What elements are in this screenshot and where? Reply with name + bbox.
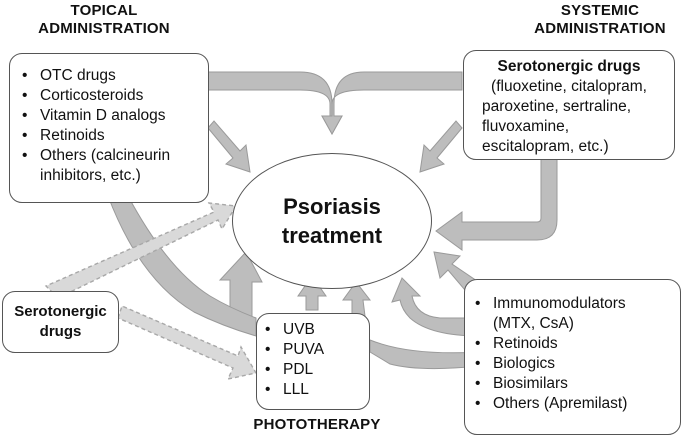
list-item: Biosimilars: [471, 374, 674, 394]
arrow-systemic-curve: [391, 277, 481, 337]
arrow-top-from-topical: [207, 71, 343, 136]
arrow-top-from-systemic: [321, 71, 463, 136]
list-item: Retinoids: [18, 126, 200, 146]
phototherapy-box: UVB PUVA PDL LLL: [256, 313, 370, 410]
list-item: Others (calcineurin: [18, 146, 200, 166]
list-item: OTC drugs: [18, 66, 200, 86]
list-item: Retinoids: [471, 334, 674, 354]
serotonergic-systemic-title: Serotonergic drugs: [497, 58, 641, 75]
serotonergic-left-line1: Serotonergic: [14, 303, 107, 320]
phototherapy-list: UVB PUVA PDL LLL: [261, 320, 363, 400]
serotonergic-systemic-box: Serotonergic drugs (fluoxetine, citalopr…: [463, 50, 675, 160]
list-item-continuation-text: inhibitors, etc.): [40, 167, 141, 184]
list-item: Biologics: [471, 354, 674, 374]
center-ellipse: Psoriasis treatment: [232, 153, 432, 289]
center-line2: treatment: [281, 223, 383, 248]
topical-list: OTC drugs Corticosteroids Vitamin D anal…: [18, 66, 200, 186]
serotonergic-systemic-line: paroxetine, sertraline,: [482, 98, 632, 115]
arrow-serotonergic-to-center: [419, 120, 463, 173]
systemic-box: Immunomodulators (MTX, CsA) Retinoids Bi…: [464, 279, 681, 435]
list-item: UVB: [261, 320, 363, 340]
serotonergic-left-line2: drugs: [39, 323, 82, 340]
heading-systemic-line1: SYSTEMIC: [560, 2, 640, 19]
list-item-continuation: (MTX, CsA): [471, 314, 674, 334]
arrow-bottom-swoosh: [369, 339, 481, 370]
serotonergic-systemic-line: escitalopram, etc.): [482, 138, 609, 155]
list-item: Vitamin D analogs: [18, 106, 200, 126]
serotonergic-left-box: Serotonergic drugs: [2, 291, 119, 353]
list-item: PUVA: [261, 340, 363, 360]
systemic-list: Immunomodulators (MTX, CsA) Retinoids Bi…: [471, 294, 674, 414]
center-line1: Psoriasis: [283, 194, 381, 219]
list-item-continuation: inhibitors, etc.): [18, 166, 200, 186]
heading-topical-line2: ADMINISTRATION: [38, 20, 170, 37]
serotonergic-systemic-line: (fluoxetine, citalopram,: [491, 78, 647, 95]
list-item: Corticosteroids: [18, 86, 200, 106]
dashed-arrow-to-center: [44, 202, 238, 299]
arrow-topical-to-center: [207, 120, 251, 173]
list-item: LLL: [261, 380, 363, 400]
heading-systemic-line2: ADMINISTRATION: [534, 20, 666, 37]
heading-topical-line1: TOPICAL: [70, 2, 138, 19]
list-item-continuation-text: (MTX, CsA): [493, 315, 574, 332]
dashed-arrow-to-phototherapy: [117, 305, 258, 380]
topical-box: OTC drugs Corticosteroids Vitamin D anal…: [9, 53, 209, 203]
arrow-systemic-down-left: [435, 158, 558, 251]
list-item: Others (Apremilast): [471, 394, 674, 414]
heading-topical: TOPICAL ADMINISTRATION: [14, 2, 194, 38]
serotonergic-systemic-line: fluvoxamine,: [482, 118, 570, 135]
list-item: Immunomodulators: [471, 294, 674, 314]
heading-systemic: SYSTEMIC ADMINISTRATION: [520, 2, 680, 38]
list-item: PDL: [261, 360, 363, 380]
heading-phototherapy: PHOTOTHERAPY: [253, 416, 381, 433]
